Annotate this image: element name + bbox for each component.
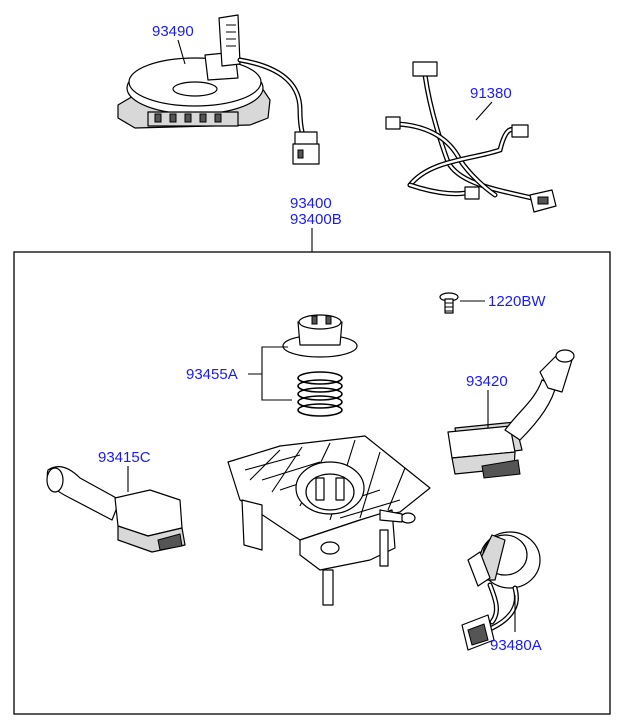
label-93400b[interactable]: 93400B bbox=[290, 211, 342, 228]
part-91380-wiring-harness[interactable] bbox=[385, 61, 557, 213]
label-1220bw[interactable]: 1220BW bbox=[488, 293, 546, 310]
part-93490-clock-spring[interactable] bbox=[117, 14, 320, 165]
label-91380[interactable]: 91380 bbox=[470, 85, 512, 102]
assembly-frame bbox=[13, 251, 611, 715]
leader-93490 bbox=[177, 39, 186, 65]
part-1220bw-screw[interactable] bbox=[439, 292, 459, 314]
leader-91380 bbox=[475, 101, 493, 121]
label-93415c[interactable]: 93415C bbox=[98, 449, 151, 466]
label-93490[interactable]: 93490 bbox=[152, 23, 194, 40]
part-93420-wiper-switch[interactable] bbox=[447, 349, 575, 479]
part-93415c-light-switch[interactable] bbox=[46, 466, 186, 553]
label-93420[interactable]: 93420 bbox=[466, 373, 508, 390]
part-93455a-cam-and-spring[interactable] bbox=[282, 314, 358, 417]
leader-93455a bbox=[248, 346, 292, 401]
label-93480a[interactable]: 93480A bbox=[490, 637, 542, 654]
label-93400[interactable]: 93400 bbox=[290, 195, 332, 212]
switch-body-bracket[interactable] bbox=[227, 435, 431, 606]
part-93480a-contact-assembly[interactable] bbox=[461, 531, 541, 651]
label-93455a[interactable]: 93455A bbox=[186, 366, 238, 383]
